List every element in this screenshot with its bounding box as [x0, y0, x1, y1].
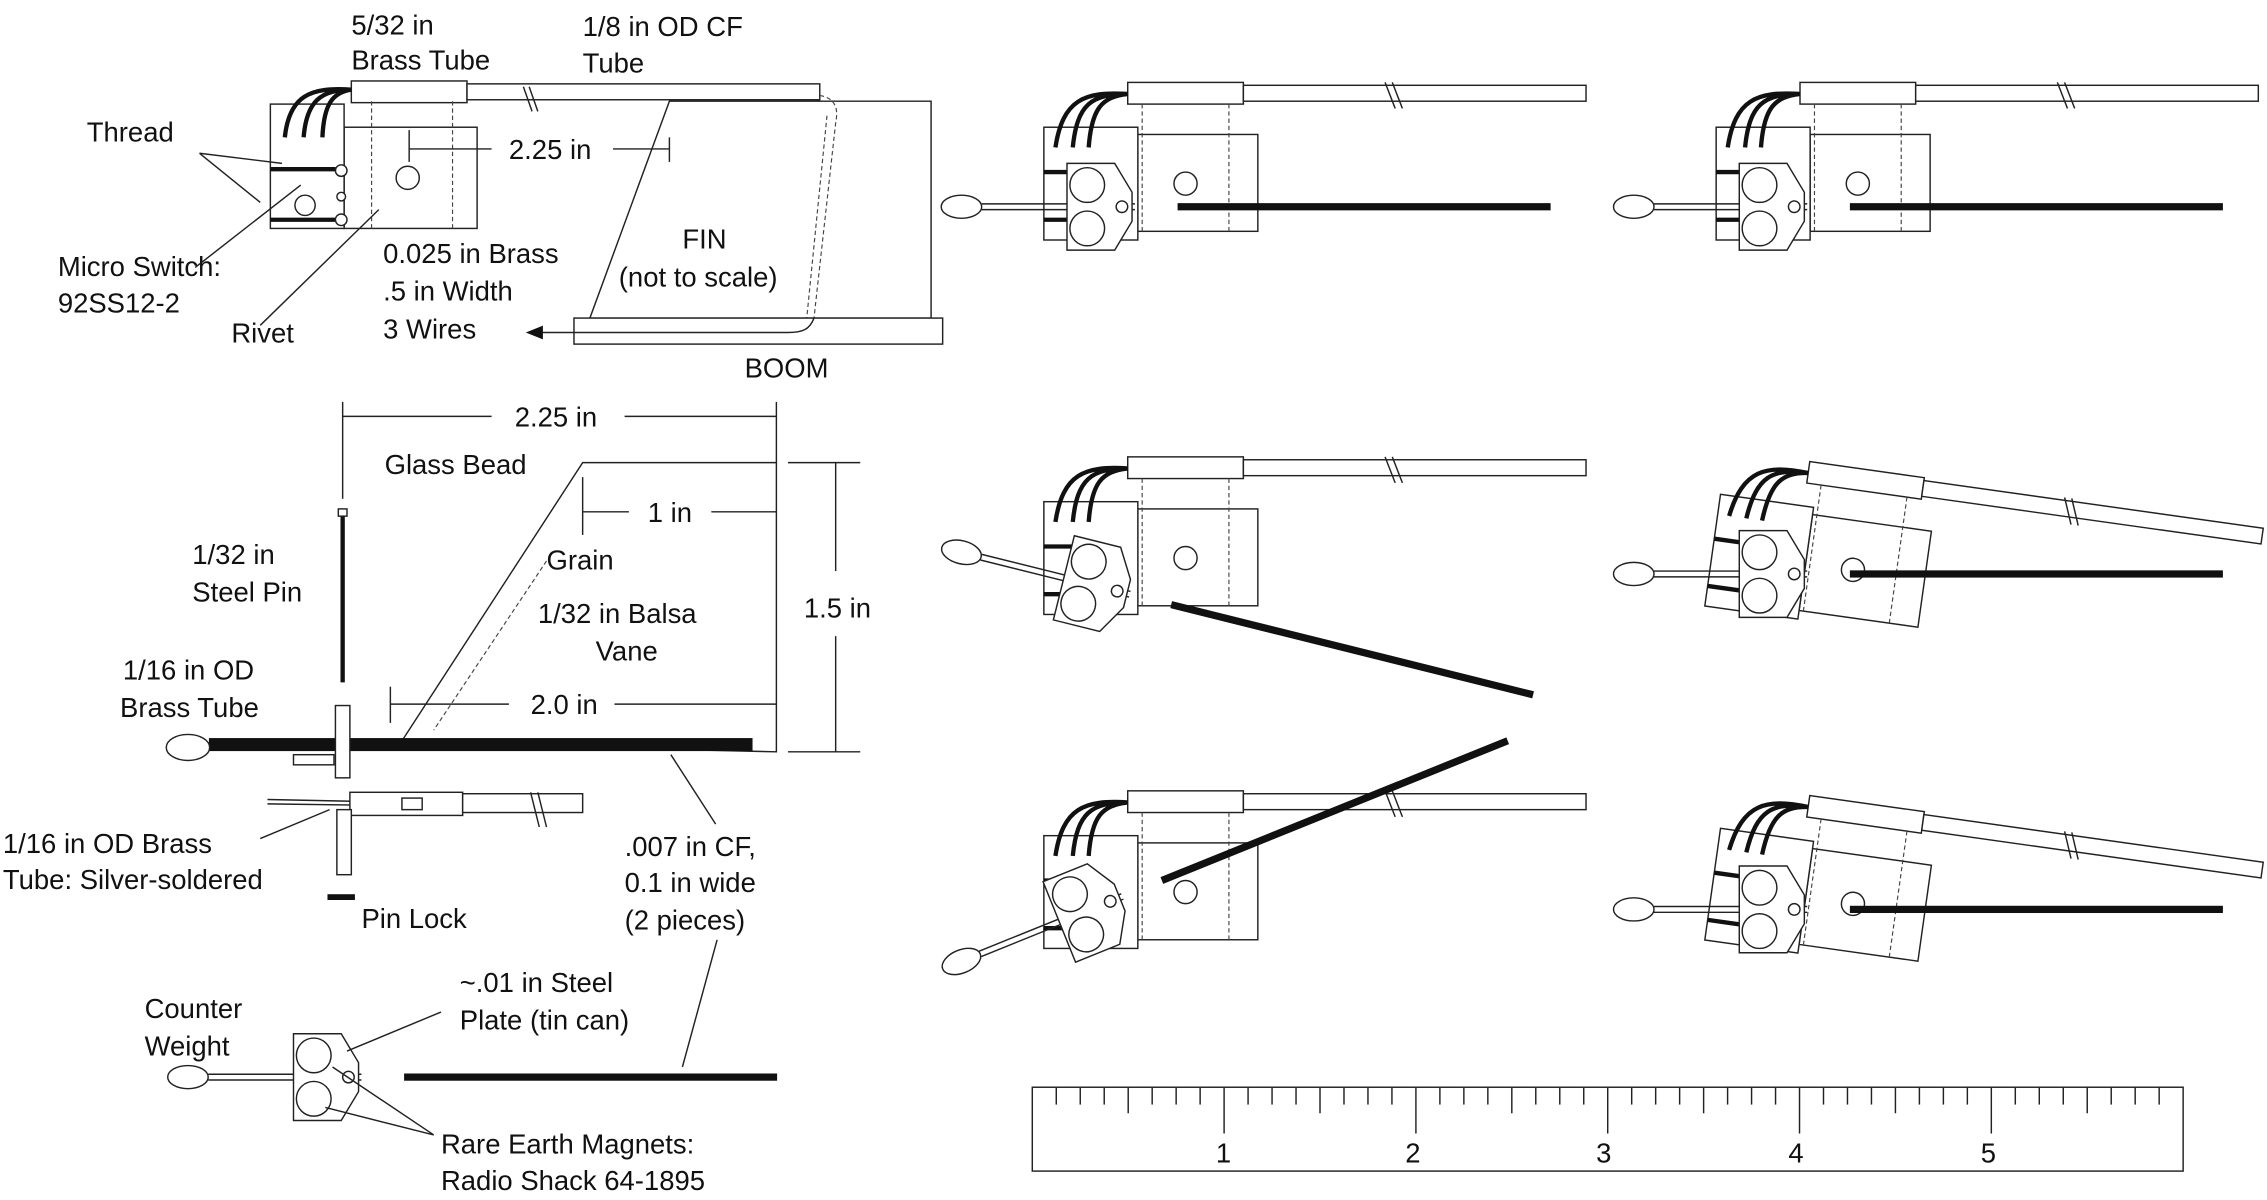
vane-assembly-detail	[166, 1033, 778, 1122]
grain-label: Grain	[547, 545, 614, 576]
steel-pin-label-1: 1/32 in	[192, 539, 274, 570]
ruler-label-5: 5	[1981, 1137, 1996, 1168]
cf-strip-label-3: (2 pieces)	[625, 905, 746, 936]
dim-top: 2.25 in	[509, 134, 591, 165]
brass-strip-label-2: .5 in Width	[383, 276, 513, 307]
leader-lines	[325, 939, 718, 1136]
view-5-vane	[925, 700, 1525, 1010]
cf-tube	[466, 83, 821, 101]
ruler-label-2: 2	[1405, 1137, 1420, 1168]
glass-bead-label: Glass Bead	[385, 449, 527, 480]
dim-vane-width: 2.25 in	[515, 402, 597, 433]
steel-pin-label-2: Steel Pin	[192, 576, 302, 607]
steel-plate-label-1: ~.01 in Steel	[460, 967, 613, 998]
brass-tube-label-2: Brass Tube	[351, 44, 490, 75]
balsa-vane-label-2: Vane	[596, 636, 658, 667]
glass-bead	[337, 508, 348, 517]
dim-2in: 2.0 in	[531, 689, 598, 720]
micro-switch-label-2: 92SS12-2	[58, 287, 180, 318]
ruler-label-3: 3	[1596, 1137, 1611, 1168]
dim-1in: 1 in	[648, 497, 692, 528]
ruler-label-4: 4	[1788, 1137, 1803, 1168]
cf-tube-label-1: 1/8 in OD CF	[583, 11, 743, 42]
brass-tube-small	[334, 704, 351, 779]
cf-strip-label-2: 0.1 in wide	[625, 867, 756, 898]
brass-tube	[350, 80, 468, 104]
brass-tube-label-1: 5/32 in	[351, 10, 433, 41]
dim-height: 1.5 in	[804, 592, 871, 623]
brass-tube-small-label-1: 1/16 in OD	[123, 655, 254, 686]
pin-lock-label: Pin Lock	[361, 903, 467, 934]
cf-strip-label-1: .007 in CF,	[625, 831, 756, 862]
rivet-label: Rivet	[231, 318, 294, 349]
boom	[573, 317, 944, 345]
view-5-housing	[1044, 791, 1586, 949]
top-assembly	[194, 80, 944, 345]
fin-label-1: FIN	[682, 224, 726, 255]
boom-label: BOOM	[745, 352, 829, 383]
counter-weight	[165, 733, 211, 762]
vane-drawing	[165, 401, 861, 900]
counter-weight-label-2: Weight	[145, 1030, 230, 1061]
steel-plate-label-2: Plate (tin can)	[460, 1004, 629, 1035]
micro-switch-label-1: Micro Switch:	[58, 251, 221, 282]
fin-label-2: (not to scale)	[619, 261, 778, 292]
cf-strip	[208, 738, 753, 752]
ruler-label-1: 1	[1216, 1137, 1231, 1168]
rivet	[395, 165, 421, 191]
brass-tube-small-label-2: Brass Tube	[120, 692, 259, 723]
thread-label: Thread	[87, 117, 174, 148]
magnets-label-1: Rare Earth Magnets:	[441, 1129, 694, 1160]
brass-strip-label-3: 3 Wires	[383, 313, 476, 344]
pin-lock	[327, 894, 355, 900]
cf-tube-label-2: Tube	[583, 47, 645, 78]
ruler: 1 2 3 4 5	[1031, 1086, 2184, 1172]
counter-weight-label-1: Counter	[145, 993, 243, 1024]
solder-tube-label-2: Tube: Silver-soldered	[3, 864, 263, 895]
balsa-vane-label-1: 1/32 in Balsa	[538, 598, 697, 629]
solder-tube-label-1: 1/16 in OD Brass	[3, 828, 212, 859]
magnets-label-2: Radio Shack 64-1895	[441, 1165, 705, 1196]
brass-strip-label-1: 0.025 in Brass	[383, 238, 559, 269]
